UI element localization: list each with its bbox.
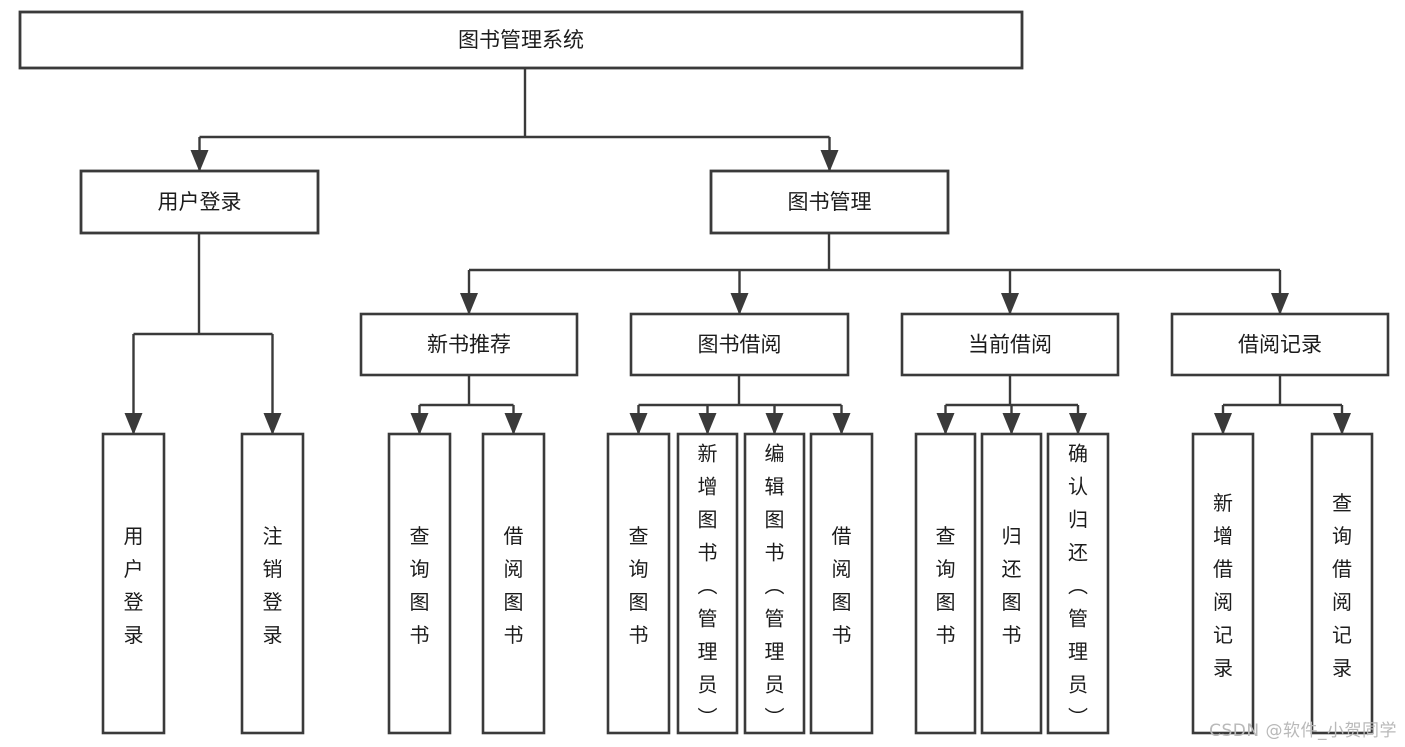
- node-leaf-logout-box[interactable]: [240, 432, 305, 735]
- node-leaf-edit-book-box[interactable]: [743, 432, 806, 735]
- node-root-label: 图书管理系统: [458, 28, 584, 52]
- connector-conn-bookmanage-bus-drop-0-arrowhead: [460, 293, 478, 315]
- connector-conn-current-bus-drop-0-arrowhead: [936, 413, 955, 435]
- connector-conn-current-bus-drop-1-arrowhead: [1002, 413, 1021, 435]
- node-user-login-label: 用户登录: [158, 190, 242, 214]
- node-leaf-query-book-borrow-box[interactable]: [606, 432, 671, 735]
- node-leaf-add-book[interactable]: 新增图书︵管理员︶: [676, 432, 739, 735]
- node-leaf-query-book-current-box[interactable]: [914, 432, 977, 735]
- connector-conn-record-bus: [1214, 375, 1351, 435]
- node-book-manage-box[interactable]: [709, 169, 950, 235]
- node-leaf-borrow-book-recommend-label: 借阅图书: [504, 524, 524, 647]
- node-leaf-query-borrow-record-box[interactable]: [1310, 432, 1374, 735]
- connector-conn-borrow-bus-drop-2-arrowhead: [765, 413, 784, 435]
- node-leaf-query-book-borrow[interactable]: 查询图书: [606, 432, 671, 735]
- node-layer: 图书管理系统用户登录图书管理新书推荐图书借阅当前借阅借阅记录用户登录注销登录查询…: [18, 10, 1390, 735]
- node-leaf-add-book-label: 新增图书︵管理员︶: [698, 442, 718, 730]
- node-leaf-user-login-box[interactable]: [101, 432, 166, 735]
- node-leaf-confirm-return[interactable]: 确认归还︵管理员︶: [1046, 432, 1110, 735]
- node-borrow-record-box[interactable]: [1170, 312, 1390, 377]
- node-leaf-query-borrow-record-label: 查询借阅记录: [1332, 491, 1352, 680]
- node-leaf-user-login[interactable]: 用户登录: [101, 432, 166, 735]
- connector-conn-current-bus-drop-2-arrowhead: [1069, 413, 1087, 435]
- connector-conn-bookmanage-bus-drop-3-arrowhead: [1271, 293, 1289, 315]
- connector-conn-root-bus-drop-0-arrowhead: [190, 150, 209, 172]
- node-leaf-query-book-borrow-label: 查询图书: [629, 524, 649, 647]
- node-leaf-add-borrow-record-box[interactable]: [1191, 432, 1255, 735]
- node-book-borrow-label: 图书借阅: [698, 333, 782, 357]
- node-book-manage-label: 图书管理: [788, 190, 872, 214]
- node-new-book-recommend-box[interactable]: [359, 312, 579, 377]
- connector-conn-userlogin-bus-drop-0-arrowhead: [124, 413, 143, 435]
- node-leaf-edit-book-label: 编辑图书︵管理员︶: [765, 442, 785, 730]
- node-leaf-add-book-box[interactable]: [676, 432, 739, 735]
- node-new-book-recommend[interactable]: 新书推荐: [359, 312, 579, 377]
- connector-conn-root-bus: [190, 68, 839, 172]
- node-leaf-borrow-book[interactable]: 借阅图书: [809, 432, 874, 735]
- node-leaf-borrow-book-label: 借阅图书: [832, 524, 852, 647]
- node-book-borrow-box[interactable]: [629, 312, 850, 377]
- connector-conn-record-bus-drop-1-arrowhead: [1333, 413, 1351, 435]
- connector-conn-recommend-bus: [410, 375, 523, 435]
- connector-conn-borrow-bus-drop-0-arrowhead: [629, 413, 648, 435]
- node-root[interactable]: 图书管理系统: [18, 10, 1024, 70]
- node-leaf-query-book-current[interactable]: 查询图书: [914, 432, 977, 735]
- node-leaf-return-book-box[interactable]: [980, 432, 1043, 735]
- connector-conn-recommend-bus-drop-1-arrowhead: [504, 413, 523, 435]
- node-book-borrow[interactable]: 图书借阅: [629, 312, 850, 377]
- node-leaf-query-book-recommend-box[interactable]: [387, 432, 452, 735]
- node-leaf-user-login-label: 用户登录: [124, 524, 144, 647]
- node-leaf-return-book[interactable]: 归还图书: [980, 432, 1043, 735]
- connector-conn-bookmanage-bus-drop-2-arrowhead: [1001, 293, 1019, 315]
- node-leaf-edit-book[interactable]: 编辑图书︵管理员︶: [743, 432, 806, 735]
- node-borrow-record-label: 借阅记录: [1238, 333, 1322, 357]
- node-leaf-confirm-return-label: 确认归还︵管理员︶: [1068, 442, 1088, 730]
- node-leaf-query-book-recommend-label: 查询图书: [410, 524, 430, 647]
- connector-conn-current-bus: [936, 375, 1087, 435]
- node-user-login-box[interactable]: [79, 169, 320, 235]
- node-leaf-confirm-return-box[interactable]: [1046, 432, 1110, 735]
- connector-layer: [124, 68, 1351, 435]
- node-book-manage[interactable]: 图书管理: [709, 169, 950, 235]
- node-leaf-logout-label: 注销登录: [263, 524, 283, 647]
- node-current-borrow[interactable]: 当前借阅: [900, 312, 1120, 377]
- node-leaf-borrow-book-recommend[interactable]: 借阅图书: [481, 432, 546, 735]
- connector-conn-userlogin-bus: [124, 233, 282, 435]
- connector-conn-root-bus-drop-1-arrowhead: [820, 150, 839, 172]
- connector-conn-record-bus-drop-0-arrowhead: [1214, 413, 1232, 435]
- node-user-login[interactable]: 用户登录: [79, 169, 320, 235]
- node-leaf-logout[interactable]: 注销登录: [240, 432, 305, 735]
- node-leaf-add-borrow-record[interactable]: 新增借阅记录: [1191, 432, 1255, 735]
- connector-conn-bookmanage-bus-drop-1-arrowhead: [730, 293, 749, 315]
- node-leaf-add-borrow-record-label: 新增借阅记录: [1213, 491, 1233, 680]
- node-leaf-borrow-book-recommend-box[interactable]: [481, 432, 546, 735]
- connector-conn-borrow-bus: [629, 375, 851, 435]
- connector-conn-borrow-bus-drop-1-arrowhead: [698, 413, 717, 435]
- connector-conn-bookmanage-bus: [460, 233, 1289, 315]
- node-leaf-query-borrow-record[interactable]: 查询借阅记录: [1310, 432, 1374, 735]
- connector-conn-recommend-bus-drop-0-arrowhead: [410, 413, 429, 435]
- node-borrow-record[interactable]: 借阅记录: [1170, 312, 1390, 377]
- connector-conn-borrow-bus-drop-3-arrowhead: [832, 413, 851, 435]
- node-leaf-query-book-recommend[interactable]: 查询图书: [387, 432, 452, 735]
- node-new-book-recommend-label: 新书推荐: [427, 333, 511, 357]
- csdn-watermark: CSDN @软件_小贺同学: [1209, 721, 1397, 741]
- node-leaf-return-book-label: 归还图书: [1002, 524, 1022, 647]
- node-current-borrow-label: 当前借阅: [968, 333, 1052, 357]
- node-root-box[interactable]: [18, 10, 1024, 70]
- node-leaf-borrow-book-box[interactable]: [809, 432, 874, 735]
- node-leaf-query-book-current-label: 查询图书: [936, 524, 956, 647]
- connector-conn-userlogin-bus-drop-1-arrowhead: [263, 413, 282, 435]
- node-current-borrow-box[interactable]: [900, 312, 1120, 377]
